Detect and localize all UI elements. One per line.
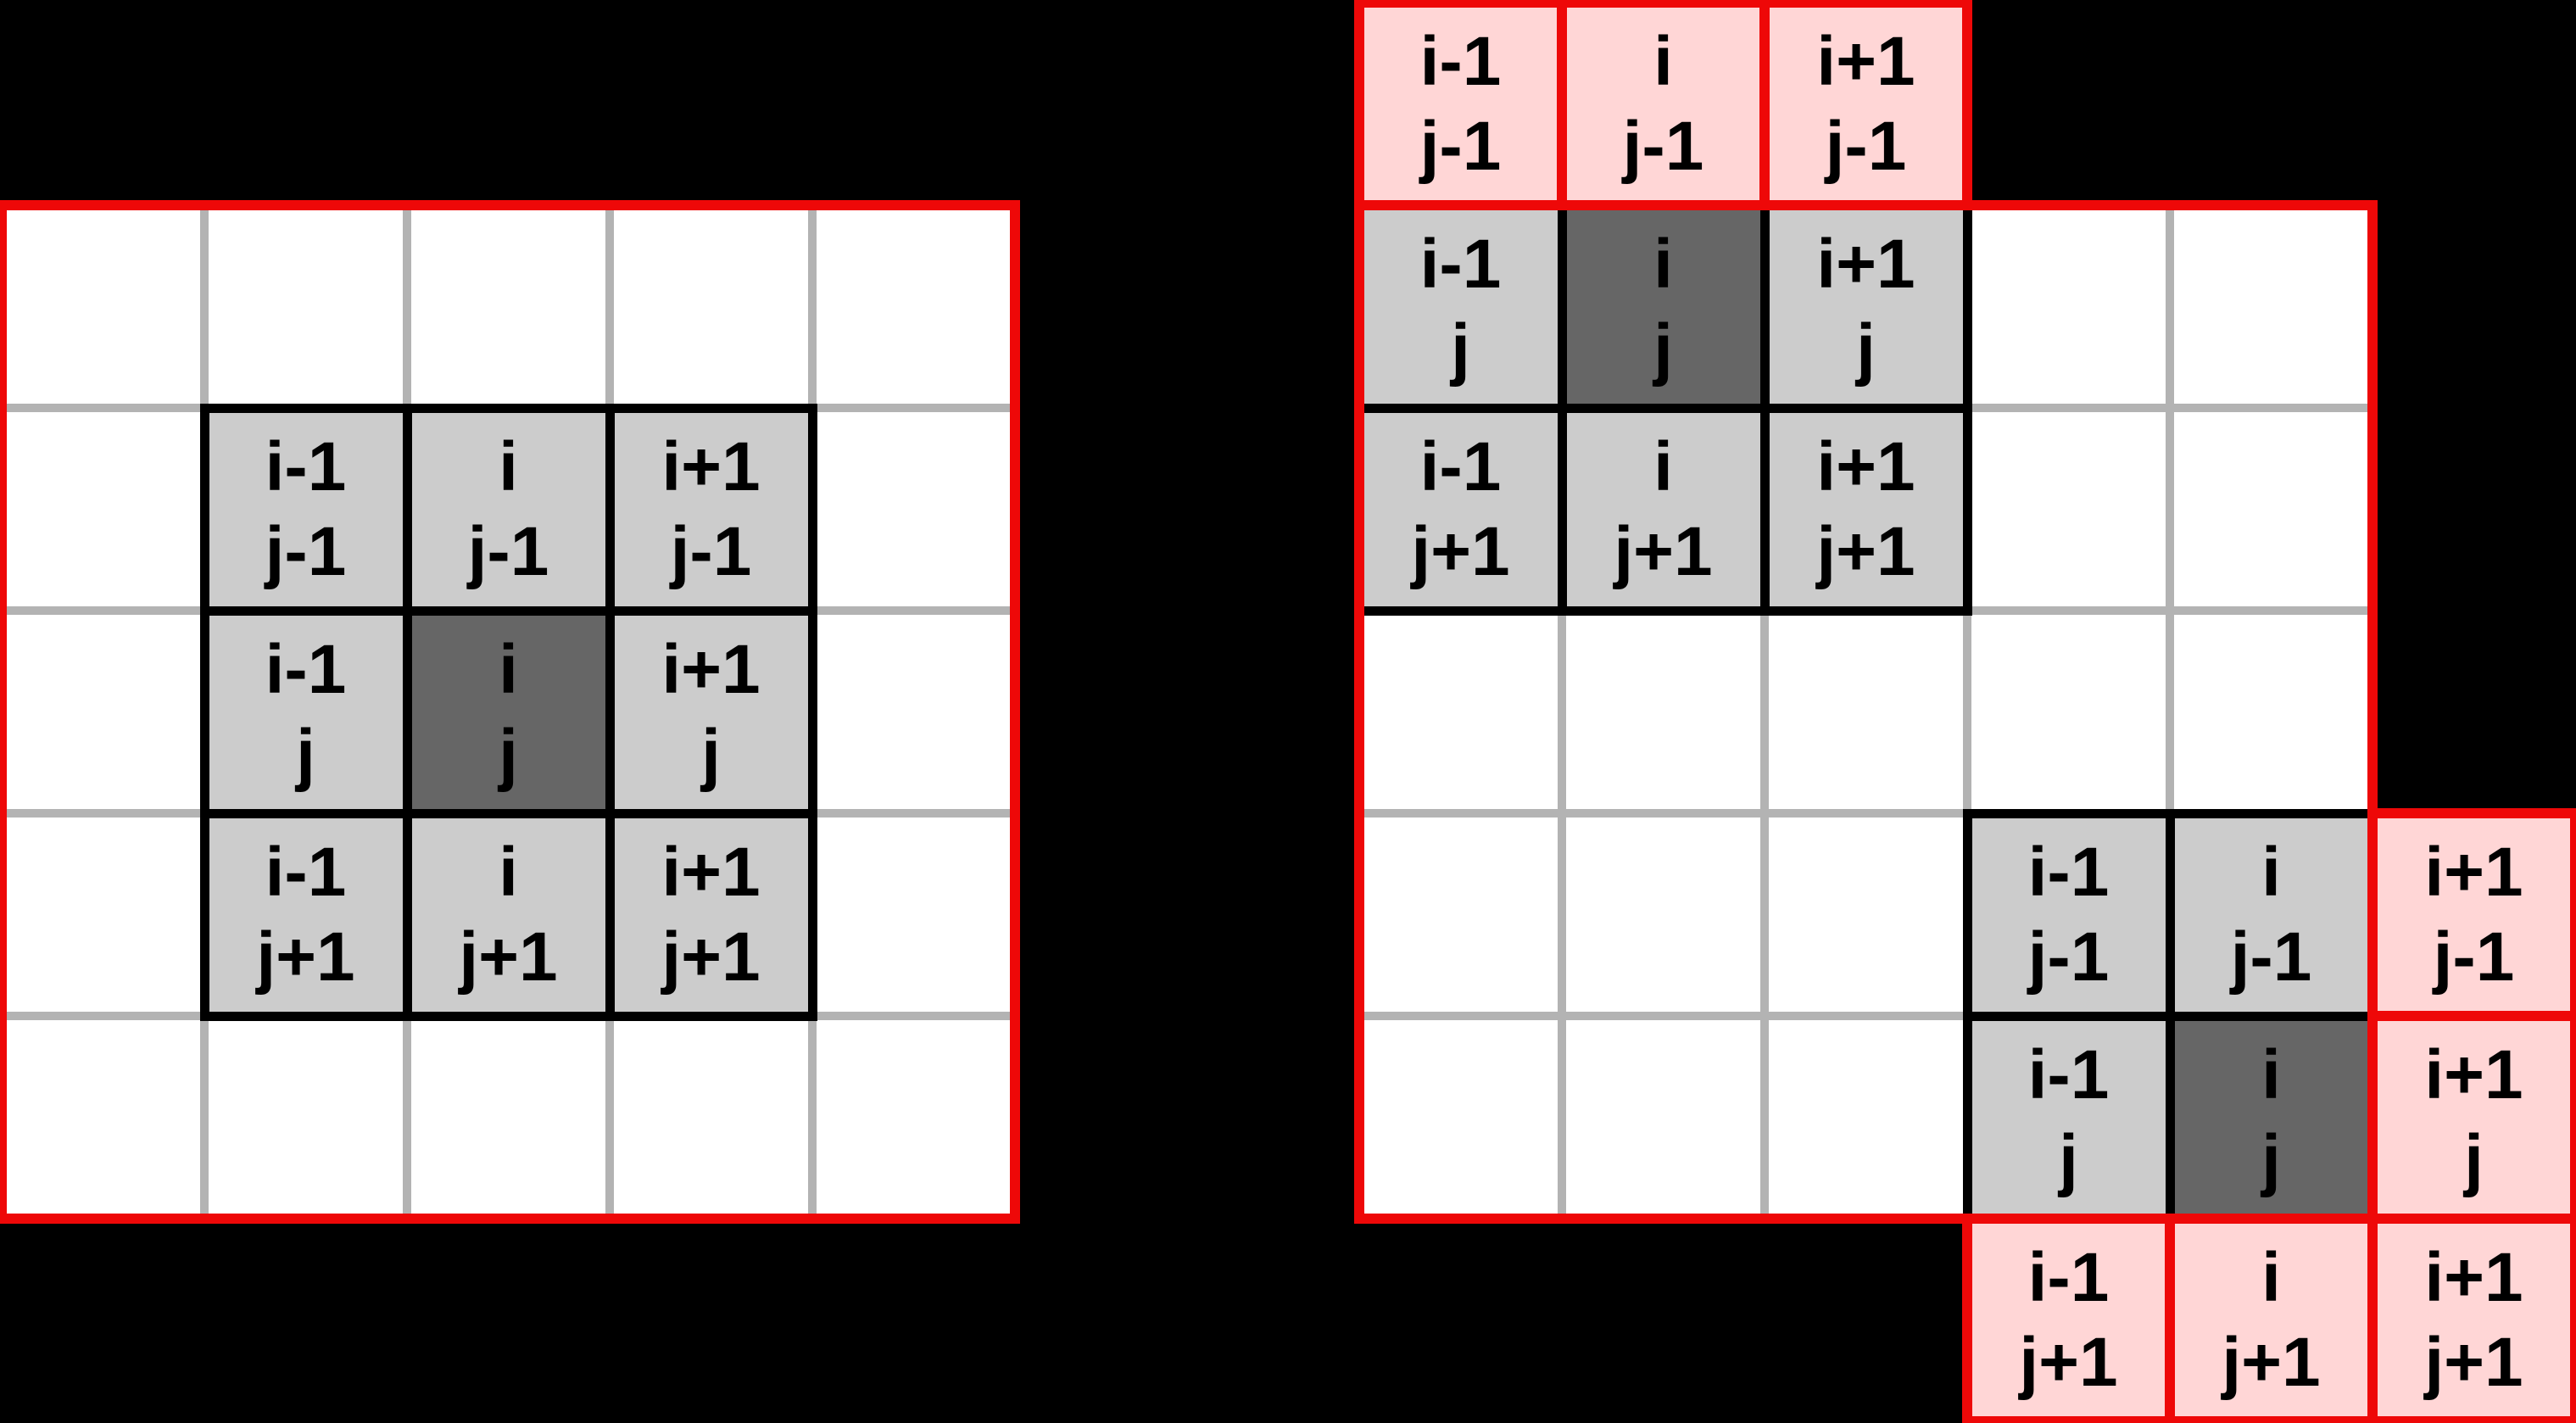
cell-label: j-1	[265, 512, 347, 590]
cell-label: i	[1653, 22, 1673, 100]
cell-label: j-1	[2433, 918, 2515, 996]
cell-label: j	[701, 715, 721, 793]
cell-label: i-1	[265, 427, 347, 505]
cell-label: i+1	[661, 630, 761, 708]
cell-label: i+1	[661, 833, 761, 911]
cell-label: i	[499, 833, 518, 911]
grid-line	[1760, 205, 1769, 1219]
cell-label: i-1	[265, 630, 347, 708]
cell-label: j-1	[1622, 107, 1704, 185]
grid-line	[1359, 809, 2372, 818]
cell-label: j-1	[2027, 918, 2110, 996]
cell-label: j+1	[1816, 512, 1915, 590]
cell-label: i	[2261, 833, 2281, 911]
cell-label: i-1	[265, 833, 347, 911]
cell-label: j	[2261, 1120, 2281, 1198]
cell-label: j+1	[2222, 1323, 2321, 1401]
cell-label: j	[1653, 310, 1673, 388]
cell-label: j	[296, 715, 315, 793]
cell-label: i+1	[2424, 1238, 2523, 1316]
cell-label: i-1	[1419, 427, 1502, 505]
cell-label: i-1	[2027, 833, 2110, 911]
cell-label: j	[1856, 310, 1876, 388]
cell-label: j+1	[2424, 1323, 2523, 1401]
cell-label: j	[499, 715, 518, 793]
cell-label: i	[2261, 1238, 2281, 1316]
grid-line	[1963, 205, 1971, 1219]
cell-label: j+1	[1411, 512, 1510, 590]
cell-label: i	[499, 630, 518, 708]
cell-label: i+1	[1816, 427, 1915, 505]
cell-label: i	[499, 427, 518, 505]
cell-label: i	[1653, 225, 1673, 303]
cell-label: j+1	[256, 918, 355, 996]
cell-label: j-1	[467, 512, 549, 590]
cell-label: j	[2059, 1120, 2078, 1198]
cell-label: j+1	[2019, 1323, 2118, 1401]
grid-line	[1359, 1012, 2372, 1020]
cell-label: j-1	[2230, 918, 2312, 996]
cell-label: i	[2261, 1035, 2281, 1113]
cell-label: j-1	[670, 512, 752, 590]
cell-label: j+1	[661, 918, 761, 996]
cell-label: i+1	[1816, 225, 1915, 303]
cell-label: i+1	[2424, 833, 2523, 911]
grid-line	[1558, 205, 1566, 1219]
cell-label: j-1	[1419, 107, 1502, 185]
grid-line	[2166, 205, 2174, 1219]
cell-label: j-1	[1825, 107, 1907, 185]
cell-label: j+1	[459, 918, 558, 996]
cell-label: i-1	[1419, 22, 1502, 100]
cell-label: i+1	[661, 427, 761, 505]
cell-label: i+1	[1816, 22, 1915, 100]
cell-label: i-1	[1419, 225, 1502, 303]
cell-label: i-1	[2027, 1035, 2110, 1113]
cell-label: i-1	[2027, 1238, 2110, 1316]
cell-label: j	[2464, 1120, 2484, 1198]
cell-label: j	[1451, 310, 1470, 388]
cell-label: i	[1653, 427, 1673, 505]
cell-label: j+1	[1614, 512, 1713, 590]
cell-label: i+1	[2424, 1035, 2523, 1113]
